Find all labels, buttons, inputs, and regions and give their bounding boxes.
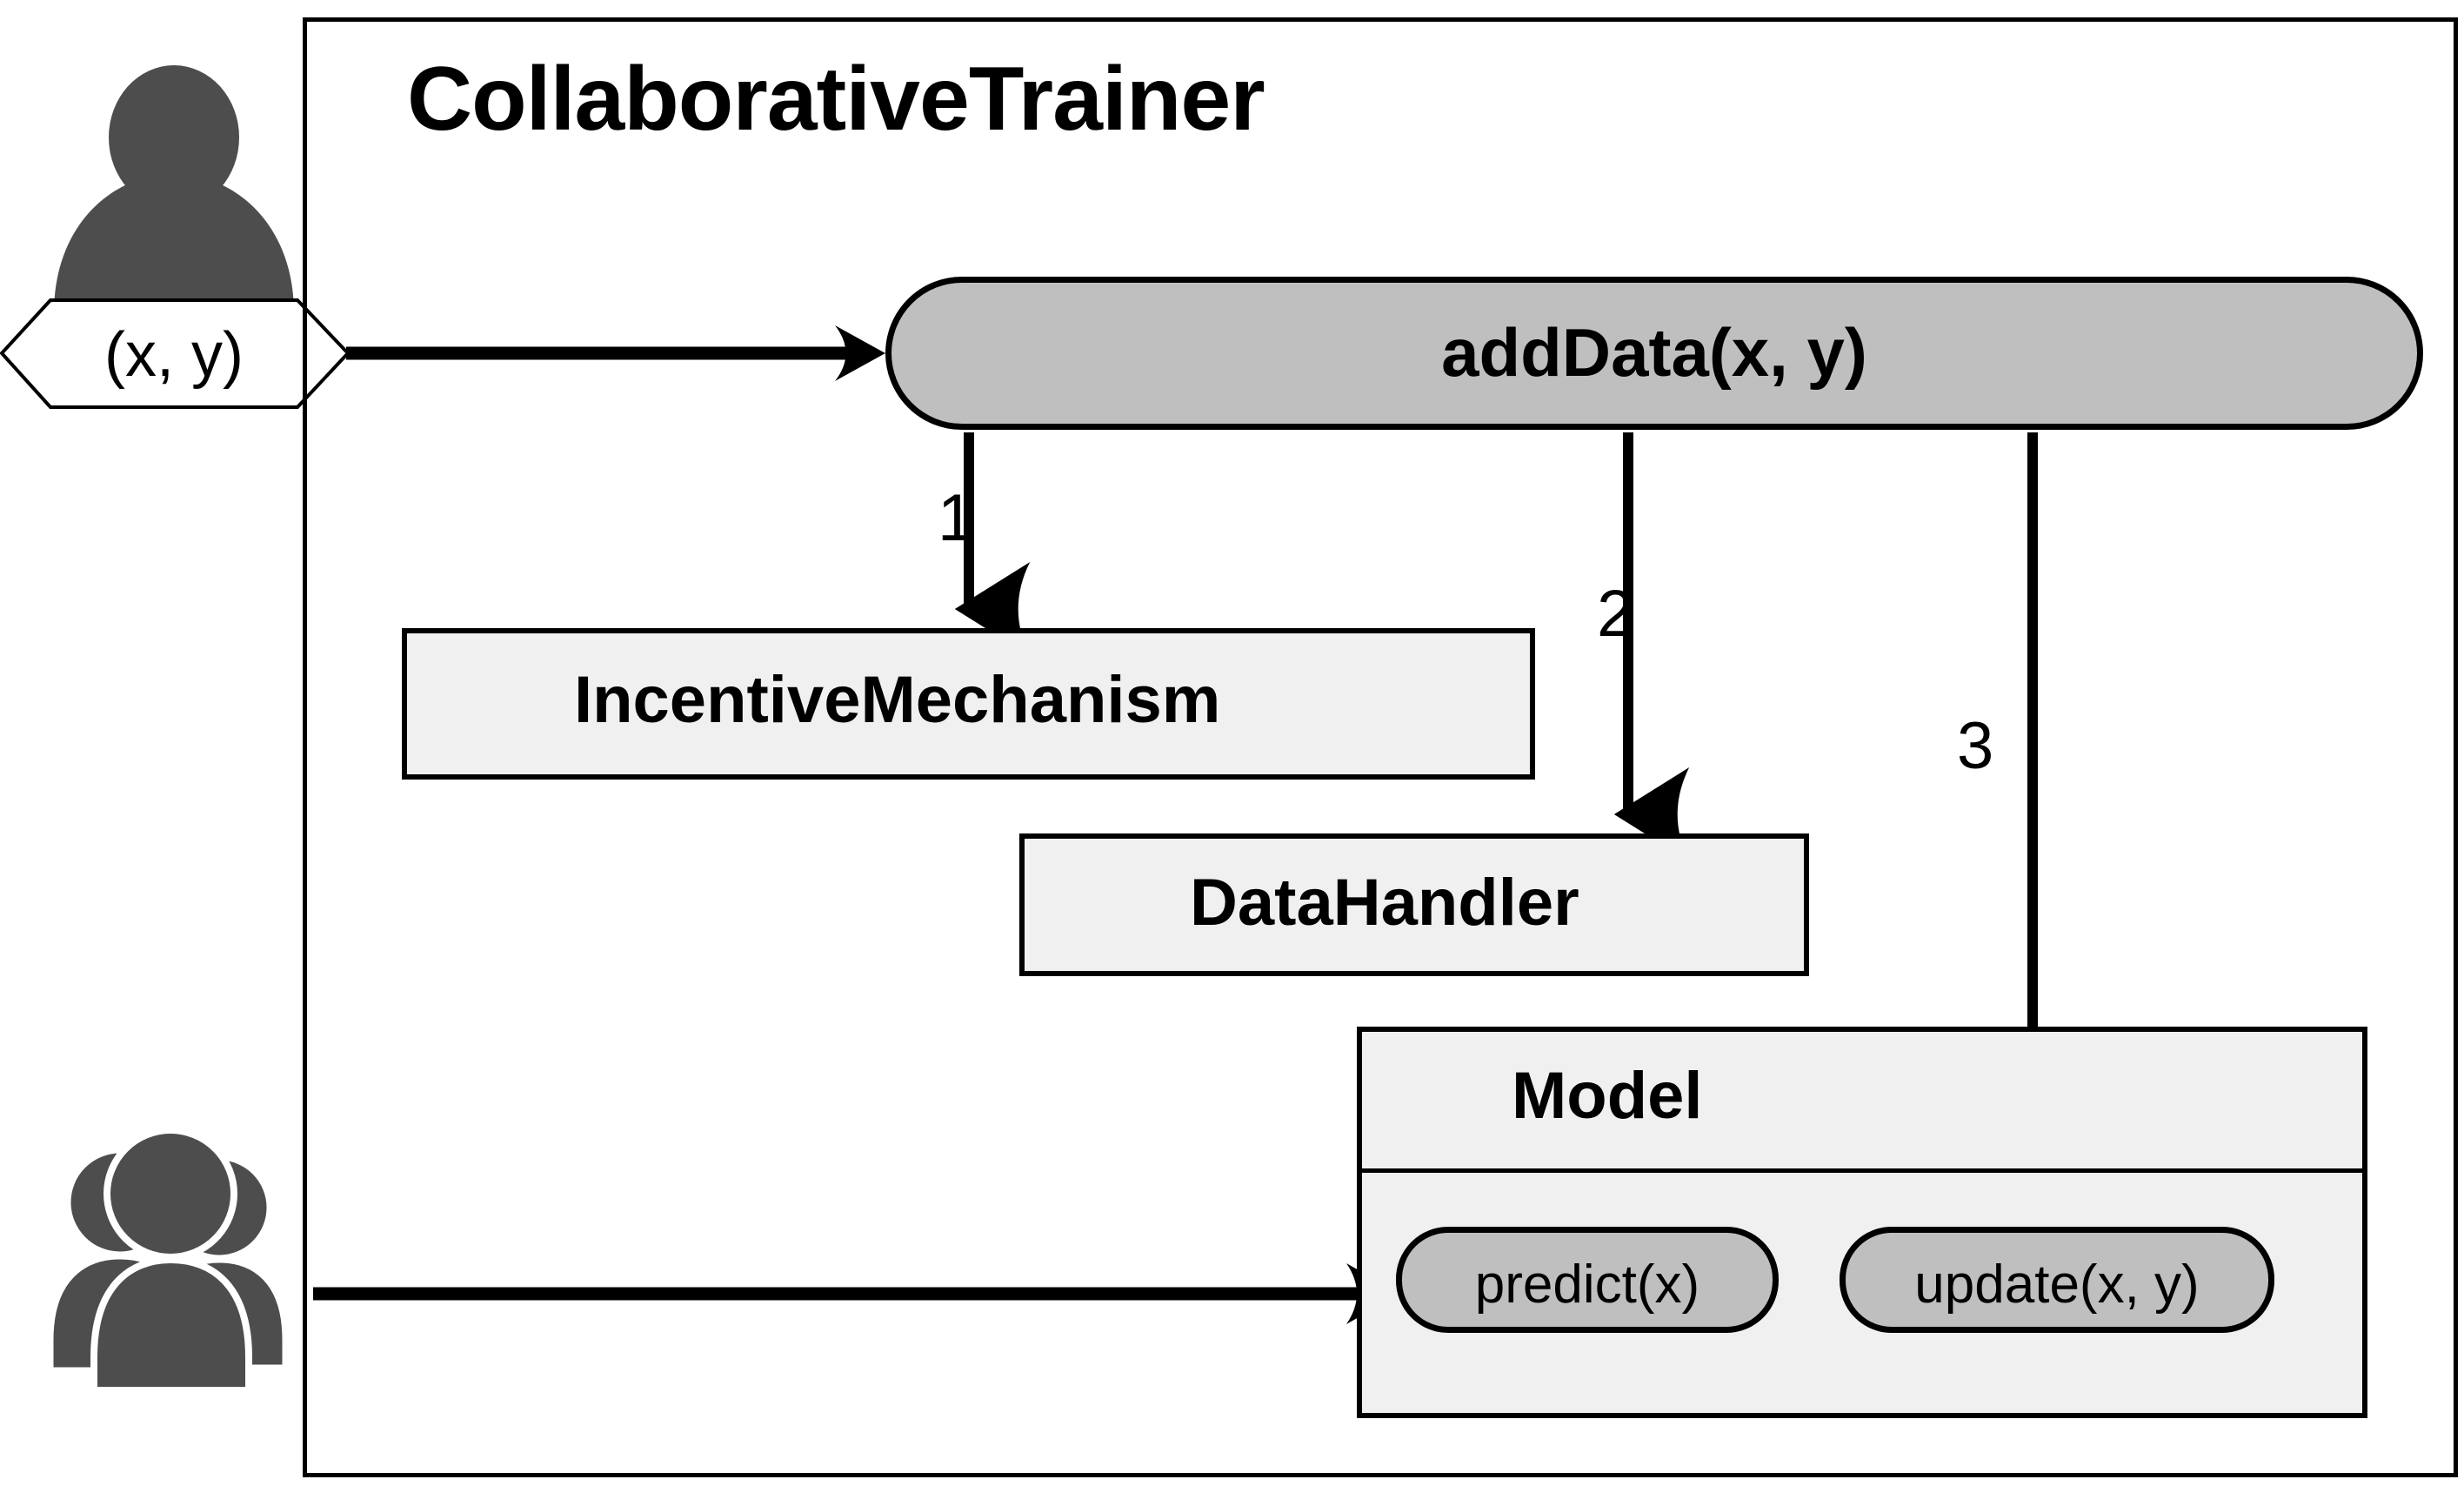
update-method-label: update(x, y) <box>1914 1255 2200 1315</box>
arrow-user-to-adddata <box>346 325 885 381</box>
flow-number-1: 1 <box>938 481 975 555</box>
incentive-mechanism-label: IncentiveMechanism <box>574 663 1221 737</box>
adddata-label: addData(x, y) <box>1441 314 1867 391</box>
predict-method-pill[interactable] <box>1396 1227 1779 1333</box>
data-handler-label: DataHandler <box>1190 866 1579 940</box>
model-label: Model <box>1512 1059 1703 1133</box>
adddata-pill[interactable] <box>885 277 2423 430</box>
flow-number-2: 2 <box>1597 577 1634 651</box>
data-handler-box[interactable] <box>1019 833 1809 976</box>
flow-number-3: 3 <box>1957 709 1994 783</box>
people-group-icon <box>47 1127 289 1394</box>
collaborative-trainer-container <box>303 17 2458 1477</box>
predict-method-label: predict(x) <box>1474 1255 1700 1315</box>
page-title: CollaborativeTrainer <box>407 49 1265 150</box>
user-data-label: (x, y) <box>104 320 244 390</box>
model-box[interactable] <box>1357 1027 2367 1418</box>
model-header-divider <box>1357 1168 2367 1173</box>
xy-data-octagon <box>0 298 351 409</box>
incentive-mechanism-box[interactable] <box>402 628 1535 780</box>
update-method-pill[interactable] <box>1840 1227 2274 1333</box>
